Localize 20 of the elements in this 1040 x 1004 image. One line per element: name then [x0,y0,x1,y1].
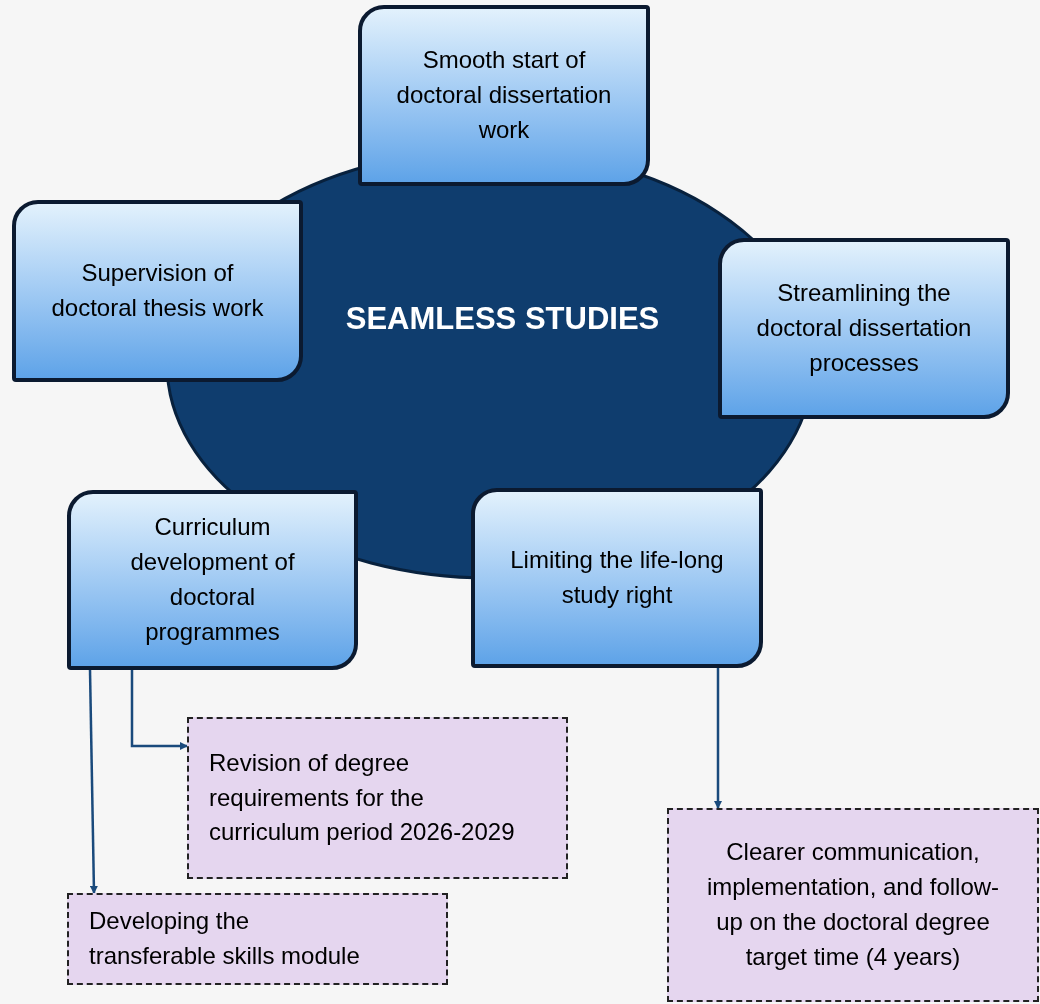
arrow [130,670,188,750]
node-label: Revision of degree requirements for the curriculum period 2026-2029 [209,747,516,848]
action-box [667,808,1039,1002]
process-box [358,5,650,186]
process-box [12,200,303,382]
node-label: Developing the transferable skills module [89,906,361,971]
node-label: Limiting the life-long study right [509,545,725,610]
node-label: Smooth start of doctoral dissertation work [395,45,613,145]
node-label: Supervision of doctoral thesis work [50,258,265,323]
process-box [471,488,763,668]
arrow [714,668,722,809]
node-label: Clearer communication, implementation, and follow-up on the doctoral degree target time (4 years) [705,837,1001,972]
node-label: SEAMLESS STUDIES [345,299,660,338]
arrow [88,669,98,894]
action-box [187,717,568,879]
action-box [67,893,448,985]
node-label: Curriculum development of doctoral programmes [129,512,296,647]
node-label: Streamlining the doctoral dissertation processes [755,278,973,378]
process-box [67,490,358,670]
process-box [718,238,1010,419]
